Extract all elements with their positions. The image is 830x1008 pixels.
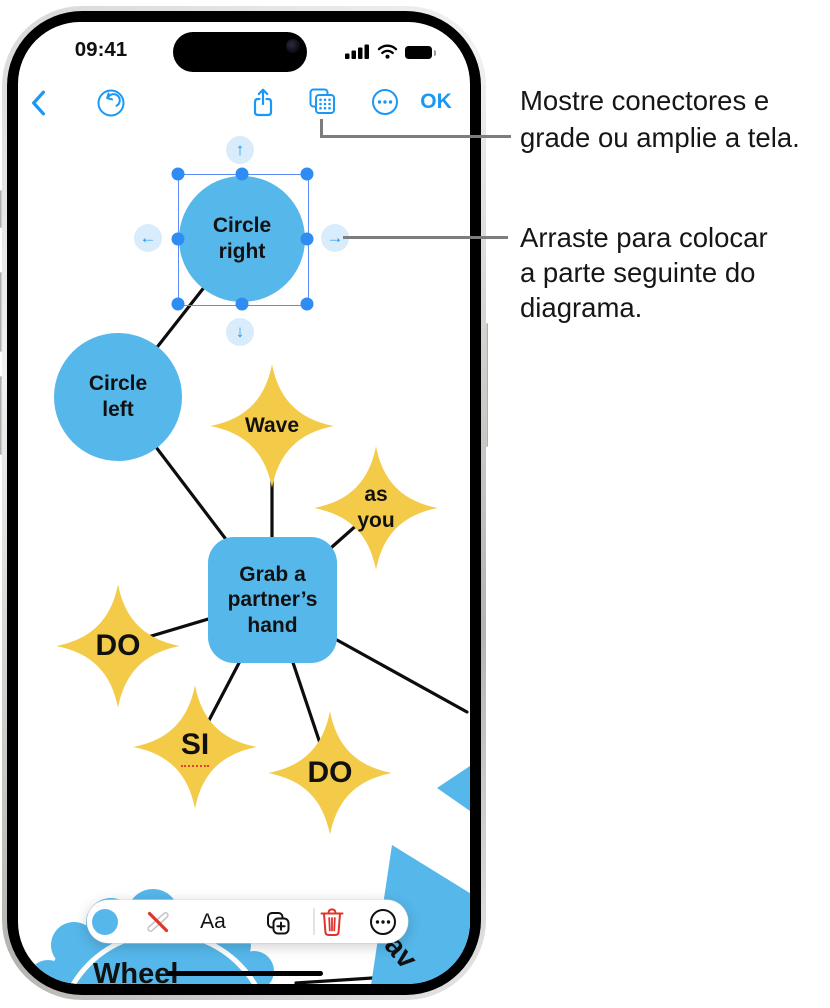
star-shape xyxy=(56,584,180,708)
battery-icon xyxy=(405,46,436,59)
iphone-bezel: Wheel Sav Circle right Circle left Wave xyxy=(7,11,481,995)
callout-line-drag xyxy=(343,236,508,239)
save-arrow-shape[interactable] xyxy=(348,762,470,984)
chevron-left-icon xyxy=(32,90,46,116)
format-more-button[interactable] xyxy=(368,907,398,937)
undo-button[interactable] xyxy=(95,87,127,119)
volume-up-button xyxy=(0,272,3,352)
status-time: 09:41 xyxy=(74,38,128,61)
node-wheel-label[interactable]: Wheel xyxy=(93,958,179,984)
arrow-up-icon: ↑ xyxy=(235,140,245,159)
volume-down-button xyxy=(0,376,3,455)
arrow-left-icon: ← xyxy=(139,228,157,247)
more-button[interactable] xyxy=(370,87,400,117)
node-as-you[interactable]: as you xyxy=(313,445,439,571)
selection-handle[interactable] xyxy=(171,167,185,181)
callout-text-drag: Arraste para colocar a parte seguinte do… xyxy=(520,222,768,323)
share-button[interactable] xyxy=(248,86,278,119)
remove-line-icon xyxy=(147,911,169,932)
node-do-left[interactable]: DO xyxy=(55,583,181,709)
selection-box xyxy=(178,174,309,306)
color-swatch-icon xyxy=(92,908,118,935)
node-circle-right[interactable]: Circle right xyxy=(179,176,305,302)
status-icons xyxy=(345,44,436,59)
connectors-grid-icon xyxy=(309,88,335,114)
home-indicator[interactable] xyxy=(167,971,323,976)
trash-icon xyxy=(320,908,344,936)
node-si[interactable]: SI xyxy=(132,684,258,810)
star-shape xyxy=(314,446,438,570)
back-button[interactable] xyxy=(26,88,50,118)
freeform-canvas[interactable]: Wheel Sav Circle right Circle left Wave xyxy=(18,22,470,984)
format-toolbar: Aa xyxy=(87,900,408,943)
undo-icon xyxy=(97,89,125,117)
front-camera xyxy=(286,39,300,53)
done-button[interactable]: OK xyxy=(420,90,452,113)
selection-handle[interactable] xyxy=(300,167,314,181)
node-circle-left[interactable]: Circle left xyxy=(54,333,182,461)
duplicate-icon xyxy=(267,911,290,934)
arrow-right-icon: → xyxy=(326,228,344,247)
delete-button[interactable] xyxy=(317,905,347,938)
star-shape xyxy=(133,685,257,809)
share-icon xyxy=(253,88,273,117)
callout-line-grid xyxy=(320,119,323,138)
selection-handle[interactable] xyxy=(171,297,185,311)
connectors-grid-button[interactable] xyxy=(305,85,339,119)
node-grab-partners-hand[interactable]: Grab a partner’s hand xyxy=(208,537,337,663)
text-style-button[interactable]: Aa xyxy=(200,909,226,933)
nudge-up-button[interactable]: ↑ xyxy=(226,136,254,164)
selection-handle[interactable] xyxy=(171,232,185,246)
color-style-button[interactable] xyxy=(92,908,118,935)
nudge-left-button[interactable]: ← xyxy=(134,224,162,252)
more-ellipsis-icon xyxy=(372,89,398,115)
more-ellipsis-icon xyxy=(370,908,396,935)
wifi-icon xyxy=(377,44,398,59)
node-do-right[interactable]: DO xyxy=(267,710,393,836)
nudge-down-button[interactable]: ↓ xyxy=(226,318,254,346)
selection-handle[interactable] xyxy=(300,232,314,246)
star-shape xyxy=(268,711,392,835)
dynamic-island xyxy=(173,32,307,72)
callout-text-grid: Mostre conectores e grade ou amplie a te… xyxy=(520,85,800,153)
remove-line-button[interactable] xyxy=(141,905,175,939)
callout-line-grid xyxy=(320,135,511,138)
star-shape xyxy=(210,364,334,488)
iphone-frame: Wheel Sav Circle right Circle left Wave xyxy=(2,6,486,1000)
power-button xyxy=(485,323,488,447)
selection-handle[interactable] xyxy=(235,297,249,311)
duplicate-button[interactable] xyxy=(262,907,294,939)
cellular-signal-icon xyxy=(345,44,369,59)
action-button xyxy=(0,190,3,228)
toolbar-divider xyxy=(313,908,315,935)
node-wave[interactable]: Wave xyxy=(209,363,335,489)
selection-handle[interactable] xyxy=(300,297,314,311)
arrow-down-icon: ↓ xyxy=(235,322,245,341)
selection-handle[interactable] xyxy=(235,167,249,181)
